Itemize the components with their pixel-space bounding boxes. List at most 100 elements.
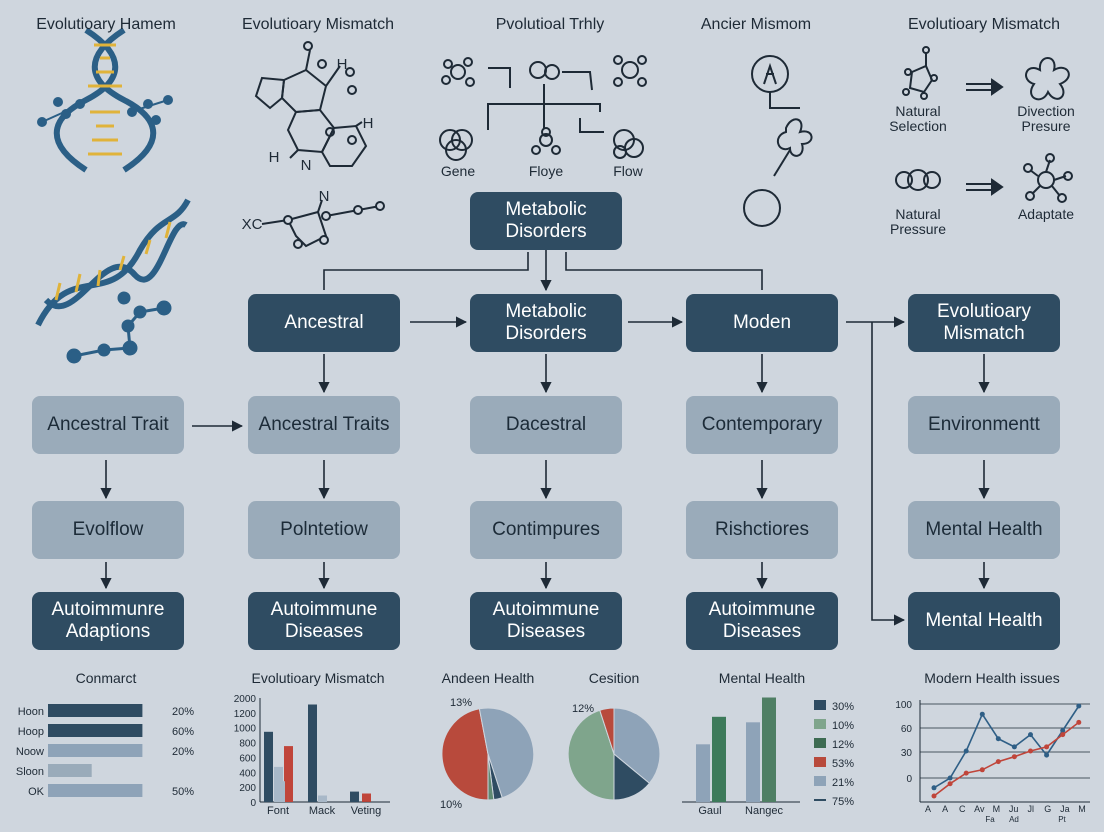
title-evolutionary-mismatch-2: Evolutioary Mismatch [907,16,1061,33]
point-0-7 [1044,752,1050,758]
xtick-0: Font [267,805,289,817]
point-0-1 [947,775,953,781]
slice-2 [567,709,615,801]
box-autoimmune-diseases-3[interactable]: Autoimmune Diseases [686,592,838,650]
atom-label-h2: H [362,115,374,132]
title-evolutionary-hamem: Evolutioary Hamem [36,16,176,33]
chart-title-andeen-health: Andeen Health [441,670,535,686]
xsubtick-1: Ad [1009,815,1019,824]
chemical-structure-icon [254,41,368,167]
chart-andeen-health: 13%10% [440,697,535,811]
category-label-2: Noow [16,746,44,758]
xtick-2: C [959,804,966,814]
ytick-2: 30 [901,748,913,759]
point-1-8 [1060,732,1066,738]
point-1-7 [1044,744,1050,750]
box-ancestral-traits[interactable]: Ancestral Traits [248,396,400,454]
bar-3 [48,764,92,777]
legend-swatch-3 [814,757,826,767]
bar-2-0 [308,704,317,802]
point-0-9 [1076,703,1082,709]
box-metabolic-disorders[interactable]: Metabolic Disorders [470,294,622,352]
bar-0-1 [712,716,726,803]
box-contemporary[interactable]: Contemporary [686,396,838,454]
category-label-0: Hoon [18,706,44,718]
atom-label-xc: XC [241,216,263,233]
flow-arrows [100,250,990,626]
legend-swatch-4 [814,776,826,786]
tree-label-flow: Flow [613,163,643,179]
slice-3 [599,707,615,755]
ytick-4: 800 [239,739,256,750]
box-rishctiores[interactable]: Rishctiores [686,501,838,559]
legend-swatch-1 [814,719,826,729]
ytick-1: 200 [239,783,256,794]
series-line-1 [933,721,1080,797]
atom-label-n2: N [318,188,330,205]
bar-4 [48,784,143,797]
box-polntetiow[interactable]: Polntetiow [248,501,400,559]
box-dacestral[interactable]: Dacestral [470,396,622,454]
box-moden[interactable]: Moden [686,294,838,352]
point-0-8 [1060,728,1066,733]
bar-0-0 [264,731,273,802]
point-0-2 [963,748,969,754]
box-ancestral-trait[interactable]: Ancestral Trait [32,396,184,454]
atom-label-h1: H [336,56,348,73]
dna-helix-icon [37,27,173,173]
bar-0 [48,704,143,717]
ytick-6: 1200 [234,709,257,720]
box-autoimmune-diseases-2[interactable]: Autoimmune Diseases [470,592,622,650]
slice-0 [441,708,489,801]
box-contimpures[interactable]: Contimpures [470,501,622,559]
box-ancestral[interactable]: Ancestral [248,294,400,352]
value-label-0: 20% [172,706,194,718]
point-1-4 [995,759,1001,765]
box-environmentt[interactable]: Environmentt [908,396,1060,454]
ytick-5: 1000 [234,724,257,735]
label-divection-pressure: Divection Presure [1017,103,1075,134]
point-1-1 [947,781,953,787]
xsubtick-0: Fa [985,815,995,824]
chart-title-cesition: Cesition [588,670,640,686]
series-line-0 [933,705,1080,789]
box-autoimmune-diseases-1[interactable]: Autoimmune Diseases [248,592,400,650]
chart-title-modern-health-issues: Modern Health issues [924,670,1060,686]
xtick-8: Ja [1060,804,1070,814]
label-adaptate: Adaptate [1017,206,1075,222]
xtick-1: Nangec [745,805,783,817]
box-mental-health-light[interactable]: Mental Health [908,501,1060,559]
xtick-1: Mack [309,805,336,817]
bar-1-0 [746,722,760,803]
bar-1 [48,724,143,737]
legend-label-4: 21% [832,777,854,789]
gene-tree-icon [439,55,647,161]
molecule-small-icon [261,199,385,249]
box-autoimmunre-adaptions[interactable]: Autoimmunre Adaptions [32,592,184,650]
ytick-1: 60 [901,724,913,735]
box-metabolic-disorders-top[interactable]: Metabolic Disorders [470,192,622,250]
tree-label-floye: Floye [528,163,564,179]
pie-label-0: 12% [572,703,594,715]
chart-cesition: 12% [567,703,661,801]
legend-swatch-0 [814,700,826,710]
box-mental-health-dark[interactable]: Mental Health [908,592,1060,650]
xtick-9: M [1078,804,1086,814]
point-0-5 [1011,744,1017,750]
xtick-7: G [1044,804,1051,814]
slice-0 [613,707,661,785]
box-evolutionary-mismatch[interactable]: Evolutioary Mismatch [908,294,1060,352]
legend-label-0: 30% [832,701,854,713]
tree-label-gene: Gene [440,163,476,179]
value-label-4: 50% [172,786,194,798]
ytick-3: 600 [239,753,256,764]
xtick-0: Gaul [698,805,721,817]
point-1-5 [1011,754,1017,760]
mismatch-icons [743,55,813,227]
legend-label-2: 12% [832,739,854,751]
pie-label-0: 13% [450,697,472,709]
box-evolflow[interactable]: Evolflow [32,501,184,559]
xtick-3: Av [974,804,985,814]
